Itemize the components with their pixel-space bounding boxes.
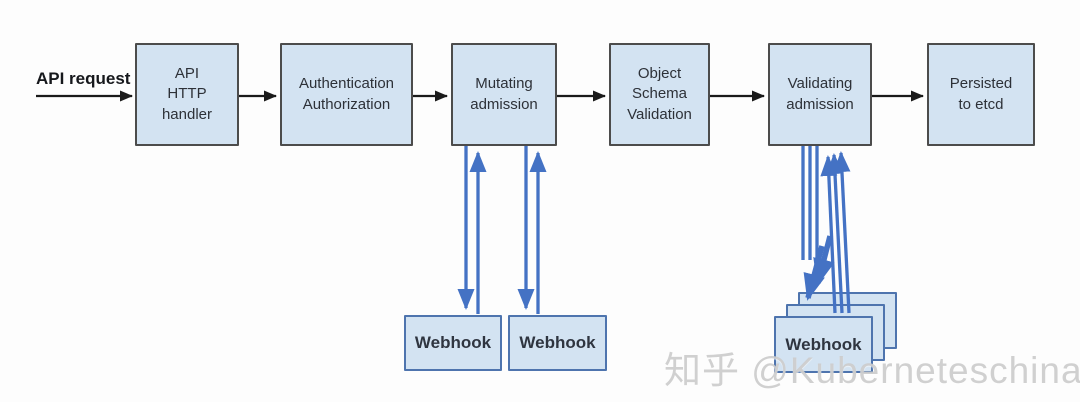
flow-box-api-http-handler: API HTTP handler <box>135 43 239 146</box>
validating-webhook-arrows <box>801 146 851 314</box>
webhook-box-mutating-1: Webhook <box>404 315 502 371</box>
validating-down-arrowhead-2 <box>813 235 835 286</box>
watermark: 知乎 @Kuberneteschina <box>664 350 1080 391</box>
flow-box-authentication-authorization: Authentication Authorization <box>280 43 413 146</box>
validating-up-line-1 <box>820 155 838 314</box>
flow-box-mutating-admission: Mutating admission <box>451 43 557 146</box>
api-request-label: API request <box>36 69 131 88</box>
webhook-box-mutating-2: Webhook <box>508 315 607 371</box>
webhook-box-validating-front: Webhook <box>774 316 873 373</box>
validating-down-arrowhead-1 <box>803 245 825 301</box>
flow-box-object-schema-validation: Object Schema Validation <box>609 43 710 146</box>
validating-up-line-2 <box>826 153 844 314</box>
validating-up-line-3 <box>833 151 851 314</box>
flow-box-validating-admission: Validating admission <box>768 43 872 146</box>
flow-box-persisted-to-etcd: Persisted to etcd <box>927 43 1035 146</box>
mutating-webhook-arrows <box>457 146 547 314</box>
